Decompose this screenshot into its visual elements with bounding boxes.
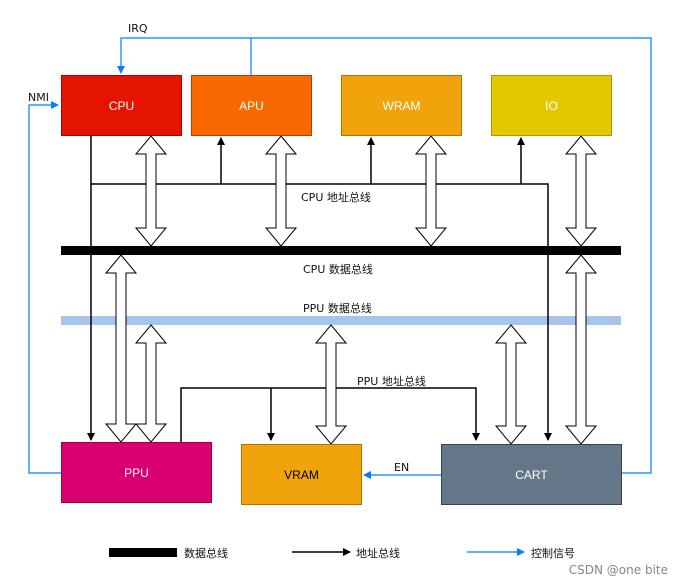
wram-data-link [414,135,448,247]
nmi-line [28,101,61,474]
vram-block: VRAM [241,444,362,505]
vram-label: VRAM [284,467,319,482]
cpu-data-link [134,135,168,247]
cart-label: CART [515,467,548,482]
io-data-link [564,135,598,247]
nmi-label: NMI [28,91,49,104]
cpu-address-bus-label: CPU 地址总线 [301,191,371,204]
io-block: IO [491,75,612,136]
cpu-address-bus [87,136,552,441]
cart-block: CART [441,444,622,505]
wram-label: WRAM [382,98,421,113]
cpu-block: CPU [61,75,182,136]
ppu-ppu-data-link [134,324,168,443]
apu-block: APU [191,75,312,136]
wram-block: WRAM [341,75,462,136]
watermark: CSDN @one bite [568,563,668,577]
cart-ppu-data-link [494,324,528,445]
ppu-label: PPU [124,465,149,480]
ppu-block: PPU [61,442,212,503]
control-signals [28,37,652,479]
irq-label: IRQ [128,22,148,35]
ppu-data-bus [61,316,621,325]
ppu-cpu-data-link [104,254,138,443]
cpu-data-bus-label: CPU 数据总线 [303,263,373,276]
legend-address-bus-label: 地址总线 [356,547,400,560]
irq-line [117,37,652,474]
ppu-address-bus-label: PPU 地址总线 [357,375,426,388]
cart-cpu-data-link [564,254,598,445]
apu-label: APU [239,98,264,113]
vram-data-link [314,324,348,445]
ppu-data-bus-label: PPU 数据总线 [303,302,372,315]
en-label: EN [394,461,410,474]
legend-data-bus-swatch [109,548,177,557]
cpu-label: CPU [108,98,135,113]
io-label: IO [545,98,558,113]
apu-data-link [264,135,298,247]
legend-data-bus-label: 数据总线 [184,547,228,560]
cpu-data-bus [61,246,621,255]
legend-control-signal-label: 控制信号 [531,547,575,560]
bidirectional-bus-links [104,135,598,445]
